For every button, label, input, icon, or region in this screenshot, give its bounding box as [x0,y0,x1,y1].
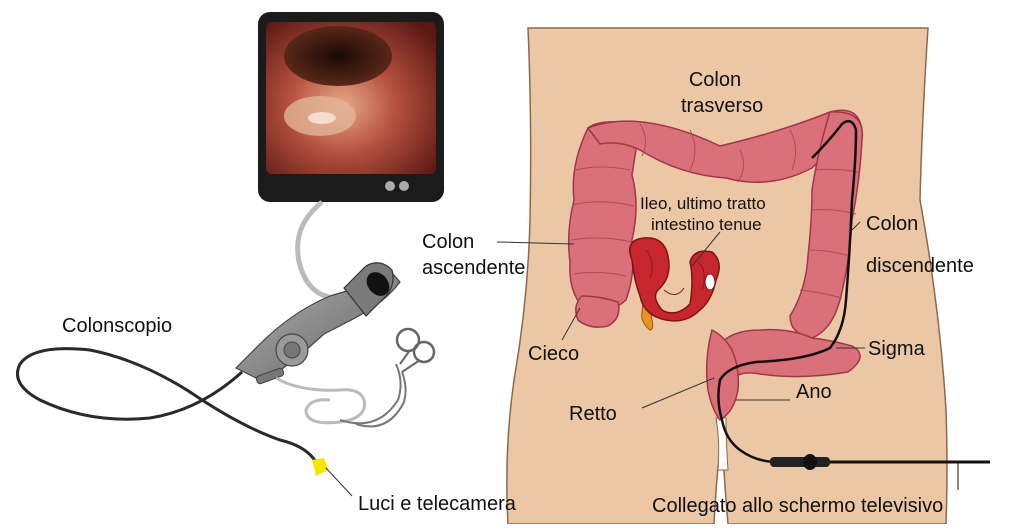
monitor-button-2 [399,181,409,191]
label-ano: Ano [796,382,832,402]
forceps [340,329,434,426]
label-ileo-1: Ileo, ultimo tratto [640,195,766,212]
label-ileo-2: intestino tenue [651,216,762,233]
label-colonscopio: Colonscopio [62,316,172,336]
label-colon-trasverso-2: trasverso [681,96,763,116]
label-retto: Retto [569,404,617,424]
label-cieco: Cieco [528,344,579,364]
label-sigma: Sigma [868,339,925,359]
monitor-cable [298,202,334,298]
label-colon-discendente-2: discendente [866,256,974,276]
caecum [576,296,619,327]
ascending-colon [569,122,640,313]
scope-tip-light [312,458,328,476]
label-collegato-schermo: Collegato allo schermo televisivo [652,496,943,516]
suction-tube [276,378,365,423]
label-colon-ascendente-2: ascendente [422,258,525,278]
label-colon-ascendente-1: Colon [422,232,474,252]
label-luci-telecamera: Luci e telecamera [358,494,516,514]
label-colon-trasverso-1: Colon [680,70,750,90]
monitor-button-1 [385,181,395,191]
label-colon-discendente-1: Colon [866,214,918,234]
